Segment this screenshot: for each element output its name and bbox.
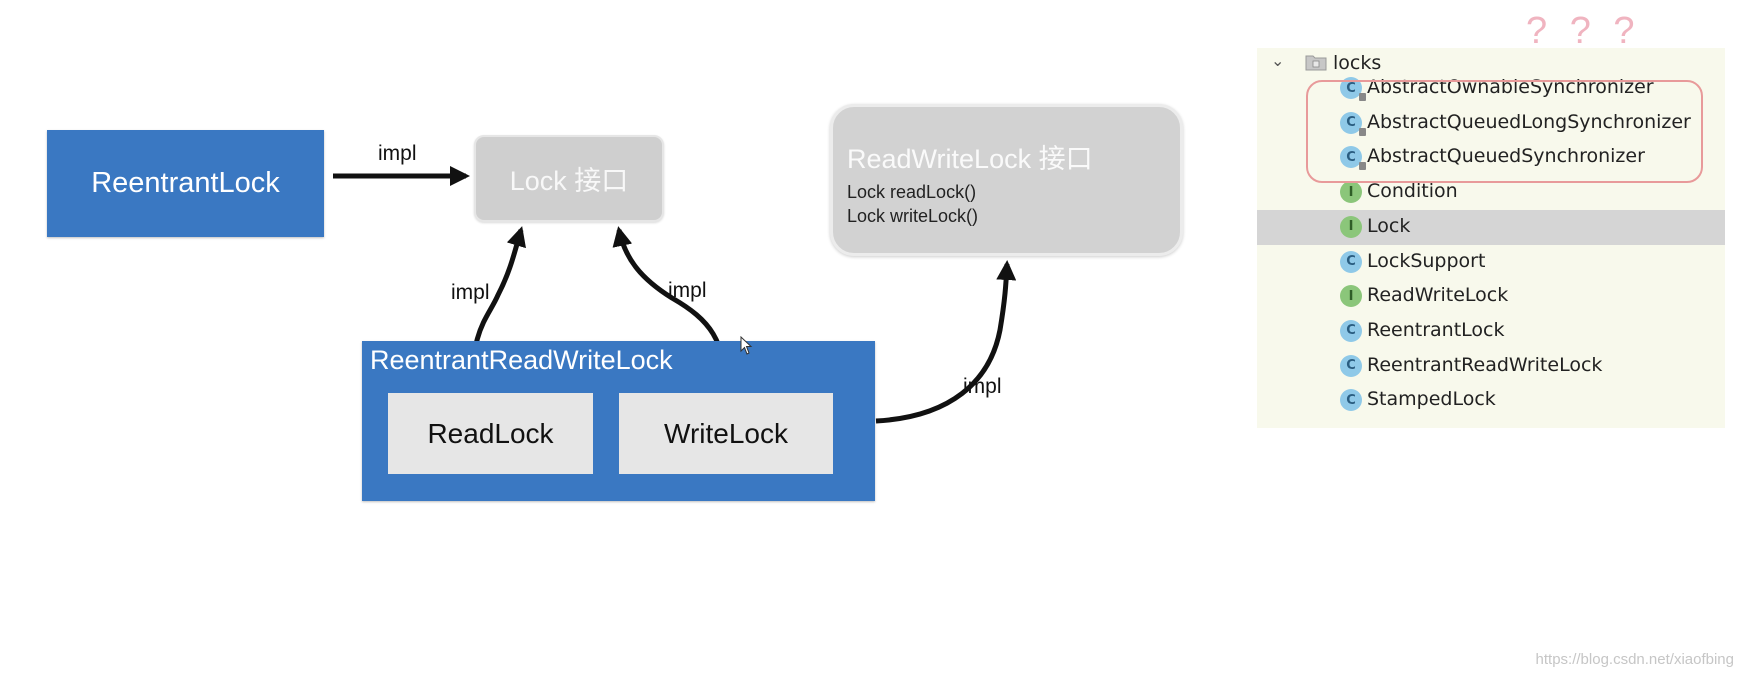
tree-item-label: ReentrantReadWriteLock: [1367, 353, 1603, 376]
class-icon: C: [1340, 389, 1362, 412]
class-icon: C: [1340, 250, 1362, 273]
class-icon: C: [1340, 111, 1366, 136]
readlock-box: ReadLock: [388, 393, 593, 474]
interface-icon: I: [1340, 181, 1362, 204]
writelock-box: WriteLock: [619, 393, 833, 474]
class-icon: C: [1340, 146, 1366, 171]
readwritelock-interface-box: ReadWriteLock 接口 Lock readLock() Lock wr…: [830, 104, 1183, 256]
reentrant-read-write-lock-box: ReentrantReadWriteLock ReadLock WriteLoc…: [362, 341, 875, 501]
mouse-cursor-icon: [740, 336, 753, 355]
edge-label-rrwl-impl: impl: [963, 375, 1002, 398]
readwritelock-interface-title: ReadWriteLock 接口: [847, 144, 1093, 174]
interface-icon: I: [1340, 285, 1362, 308]
tree-item-label: ReadWriteLock: [1367, 284, 1509, 307]
lock-interface-box: Lock 接口: [474, 135, 664, 222]
readlock-method: Lock readLock(): [847, 182, 977, 202]
tree-item-label: Condition: [1367, 180, 1458, 203]
class-icon: C: [1340, 77, 1366, 101]
tree-item-label: LockSupport: [1367, 249, 1486, 272]
highlight-rectangle: [1306, 80, 1703, 183]
edge-label-writelock-impl: impl: [668, 279, 707, 302]
package-node[interactable]: ⌄ locks: [1257, 48, 1725, 78]
class-icon: C: [1340, 354, 1362, 377]
tree-item-label: AbstractQueuedSynchronizer: [1367, 145, 1645, 168]
tree-item-label: ReentrantLock: [1367, 318, 1505, 341]
writelock-method: Lock writeLock(): [847, 206, 979, 226]
interface-icon: I: [1340, 215, 1362, 238]
watermark: https://blog.csdn.net/xiaofbing: [1535, 651, 1734, 668]
arrow-rrwl-to-rwlock: [875, 260, 1017, 424]
tree-item-label: StampedLock: [1367, 388, 1496, 411]
tree-item-label: Lock: [1367, 214, 1411, 237]
reentrant-read-write-lock-title: ReentrantReadWriteLock: [370, 345, 673, 375]
question-marks-annotation: ? ? ?: [1526, 10, 1641, 52]
package-folder-icon: [1305, 55, 1327, 71]
class-icon: C: [1340, 319, 1362, 342]
tree-item-label: AbstractQueuedLongSynchronizer: [1367, 110, 1691, 133]
package-name: locks: [1333, 52, 1382, 74]
chevron-down-icon[interactable]: ⌄: [1271, 51, 1285, 70]
edge-label-readlock-impl: impl: [451, 281, 490, 304]
reentrant-lock-box: ReentrantLock: [47, 130, 324, 237]
edge-label-reentrant-impl: impl: [378, 142, 417, 165]
